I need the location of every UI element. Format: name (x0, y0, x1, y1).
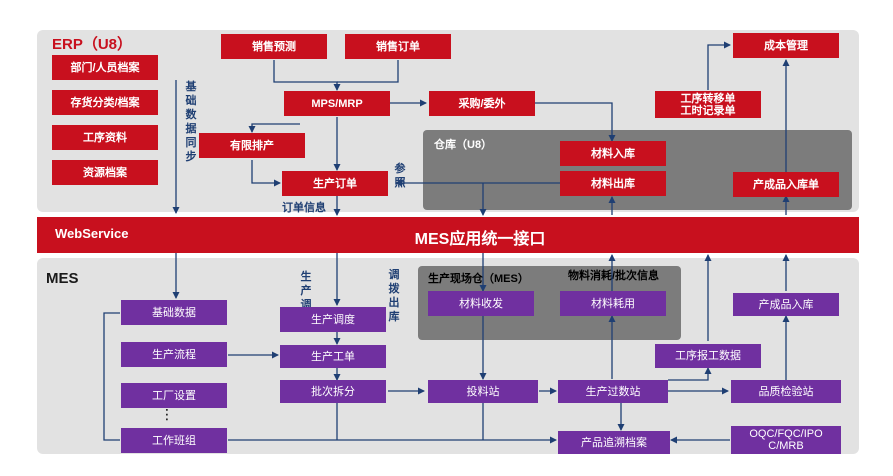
webservice-label: WebService (55, 226, 129, 241)
process-transfer-box[interactable]: 工序转移单 工时记录单 (655, 91, 761, 118)
resource-archive-box[interactable]: 资源档案 (52, 160, 158, 185)
mes-title: MES (46, 270, 79, 287)
process-data-box[interactable]: 工序资料 (52, 125, 158, 150)
sales-forecast-box[interactable]: 销售预测 (221, 34, 327, 59)
work-team-box[interactable]: 工作班组 (121, 428, 227, 453)
order-info-label: 订单信息 (282, 202, 326, 214)
production-order-box[interactable]: 生产订单 (282, 171, 388, 196)
cost-management-box[interactable]: 成本管理 (733, 33, 839, 58)
basic-data-box[interactable]: 基础数据 (121, 300, 227, 325)
production-dispatch-box[interactable]: 生产调度 (280, 307, 386, 332)
factory-settings-box[interactable]: 工厂设置 (121, 383, 227, 408)
dept-staff-archive-box[interactable]: 部门/人员档案 (52, 55, 158, 80)
ellipsis-dots: ⋮ (160, 406, 174, 422)
finite-scheduling-box[interactable]: 有限排产 (199, 133, 305, 158)
production-work-order-box[interactable]: 生产工单 (280, 345, 386, 368)
material-issue-box[interactable]: 材料收发 (428, 291, 534, 316)
interface-bar (37, 217, 859, 253)
production-count-station-box[interactable]: 生产过数站 (558, 380, 668, 403)
work-report-box[interactable]: 工序报工数据 (655, 344, 761, 368)
interface-title: MES应用统一接口 (414, 231, 546, 248)
sales-order-box[interactable]: 销售订单 (345, 34, 451, 59)
oqc-box[interactable]: OQC/FQC/IPO C/MRB (731, 426, 841, 454)
feed-station-box[interactable]: 投料站 (428, 380, 538, 403)
quality-inspection-box[interactable]: 品质检验站 (731, 380, 841, 403)
purchase-outsource-box[interactable]: 采购/委外 (429, 91, 535, 116)
mps-mrp-box[interactable]: MPS/MRP (284, 91, 390, 116)
warehouse-title: 仓库（U8） (434, 139, 493, 151)
material-use-box[interactable]: 材料耗用 (560, 291, 666, 316)
product-in-order-box[interactable]: 产成品入库单 (733, 172, 839, 197)
product-trace-box[interactable]: 产品追溯档案 (558, 431, 670, 454)
production-flow-box[interactable]: 生产流程 (121, 342, 227, 367)
site-warehouse-title: 生产现场仓（MES） (428, 273, 529, 285)
inventory-archive-box[interactable]: 存货分类/档案 (52, 90, 158, 115)
batch-split-box[interactable]: 批次拆分 (280, 380, 386, 403)
erp-title: ERP（U8） (52, 36, 133, 53)
material-out-box[interactable]: 材料出库 (560, 171, 666, 196)
material-in-box[interactable]: 材料入库 (560, 141, 666, 166)
product-in-box[interactable]: 产成品入库 (733, 293, 839, 316)
sync-label: 基础数据同步 (185, 81, 197, 163)
reference-label: 参照 (394, 163, 406, 189)
transfer-out-label: 调拨出库 (388, 269, 400, 323)
consume-title: 物料消耗/批次信息 (568, 270, 660, 282)
